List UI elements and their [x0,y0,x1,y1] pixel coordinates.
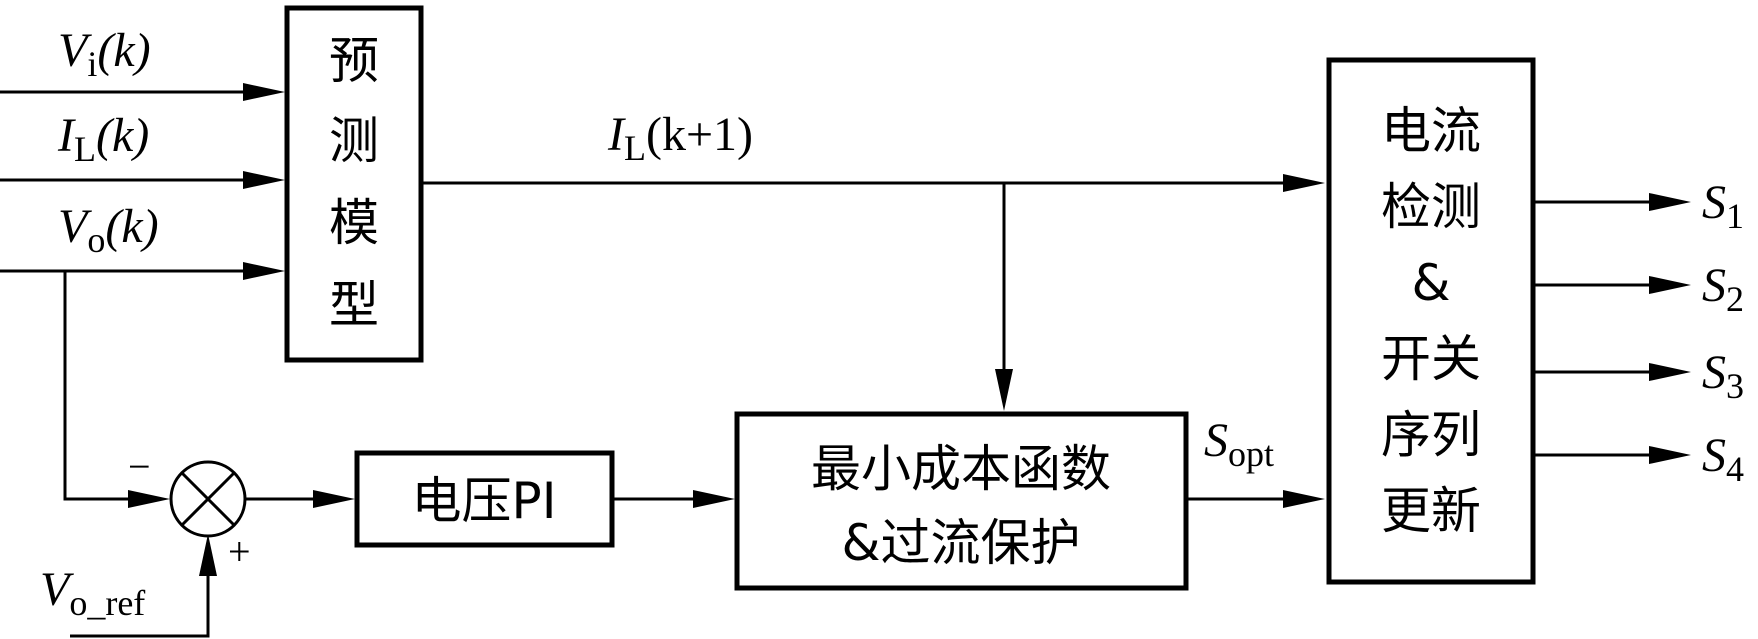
reference-wire [70,534,217,638]
arrow-pi-to-cost [693,490,735,508]
arrow-s3 [1649,363,1691,381]
switch-update-line-6: 更新 [1381,482,1481,540]
arrow-il-next [1283,174,1325,192]
switch-update-line-1: 电流 [1381,102,1481,160]
minus-sign: − [128,444,151,489]
block-min-cost-box [734,411,1189,591]
input-wires [0,83,285,280]
arrow-vo [243,262,285,280]
predict-model-char-3: 模 [329,194,379,252]
arrow-s1 [1649,193,1691,211]
arrow-il [243,171,285,189]
label-il-next: IL(k+1) [607,108,753,168]
label-vi: Vi(k) [58,24,151,84]
label-s3: S3 [1702,346,1744,406]
block-switch-update: 电流 检测 & 开关 序列 更新 [1326,57,1536,585]
output-wires [1533,193,1691,464]
block-predict-model-box [284,5,424,363]
summing-junction: − + [128,444,251,574]
arrow-vo-feedback [128,490,170,508]
min-cost-label-line-1: 最小成本函数 [811,440,1111,498]
label-s4: S4 [1702,429,1744,489]
arrow-il-tap [995,369,1013,411]
predict-model-char-2: 测 [329,112,379,170]
label-sopt: Sopt [1204,414,1274,474]
block-min-cost: 最小成本函数 &过流保护 [734,411,1189,591]
arrow-vi [243,83,285,101]
feedback-wire [63,271,170,508]
block-voltage-pi: 电压PI [354,450,615,548]
label-s1: S1 [1702,176,1744,236]
arrow-vo-ref [199,534,217,576]
label-s2: S2 [1702,259,1744,319]
switch-update-line-4: 开关 [1381,330,1481,388]
summing-junction-cross-b [180,471,236,527]
switch-update-line-5: 序列 [1381,406,1481,464]
block-predict-model: 预 测 模 型 [284,5,424,363]
wire-vo-feedback [63,271,135,501]
label-vo: Vo(k) [58,200,159,260]
arrow-s2 [1649,276,1691,294]
voltage-pi-label: 电压PI [412,472,557,530]
block-switch-update-box [1326,57,1536,585]
predict-model-char-4: 型 [329,276,379,334]
switch-update-line-3: & [1412,254,1451,312]
min-cost-label-line-2: &过流保护 [842,514,1081,572]
arrow-sopt [1283,490,1325,508]
arrow-s4 [1649,446,1691,464]
wire-vo-ref [70,570,210,638]
plus-sign: + [228,529,251,574]
switch-update-line-2: 检测 [1381,178,1481,236]
label-vo-ref: Vo_ref [40,563,145,623]
label-il: IL(k) [57,109,149,169]
arrow-junction-to-pi [313,490,355,508]
predict-model-char-1: 预 [329,32,379,90]
block-voltage-pi-box [354,450,615,548]
